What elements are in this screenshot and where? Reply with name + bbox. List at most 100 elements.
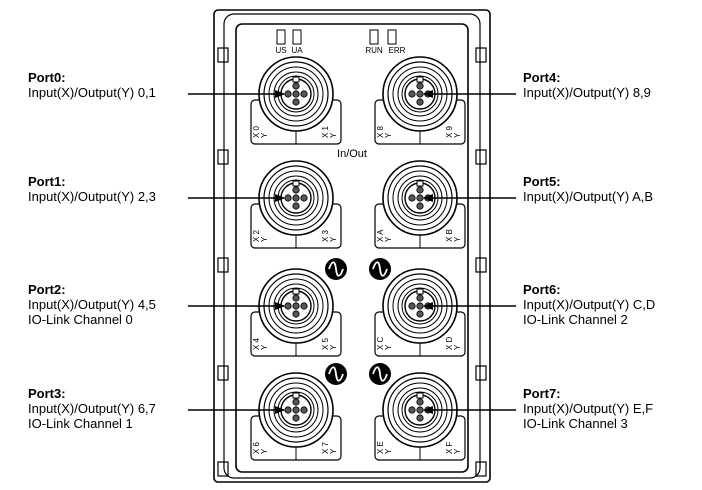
pin [416, 398, 424, 406]
channel-label-y: Y [384, 344, 393, 350]
port6-title: Port6: [523, 282, 561, 297]
channel-label: X 7 [321, 441, 330, 454]
port5-io: Input(X)/Output(Y) A,B [523, 189, 654, 204]
channel-label-y: Y [453, 236, 462, 242]
channel-label: X 8 [376, 125, 385, 138]
channel-label-y: Y [384, 236, 393, 242]
callout-port2: Port2: Input(X)/Output(Y) 4,5 IO-Link Ch… [28, 282, 156, 327]
port1-title: Port1: [28, 174, 66, 189]
pin [416, 302, 424, 310]
channel-label: X 5 [321, 337, 330, 350]
port1-io: Input(X)/Output(Y) 2,3 [28, 189, 156, 204]
pin [292, 414, 300, 422]
port2-iolink: IO-Link Channel 0 [28, 312, 133, 327]
io-link-icons [325, 258, 391, 385]
port4-io: Input(X)/Output(Y) 8,9 [523, 85, 651, 100]
led-label-us: US [275, 46, 286, 55]
pin [416, 186, 424, 194]
port3-iolink: IO-Link Channel 1 [28, 416, 133, 431]
channel-label-y: Y [329, 236, 338, 242]
module-housing [213, 9, 491, 483]
pin [300, 302, 308, 310]
led-label-run: RUN [365, 46, 383, 55]
pin [292, 194, 300, 202]
channel-label-y: Y [260, 236, 269, 242]
pin [292, 98, 300, 106]
pin [416, 202, 424, 210]
channel-label: X C [376, 336, 385, 350]
led-label-err: ERR [389, 46, 406, 55]
sine-wave-icon [325, 258, 347, 280]
sine-wave-icon [325, 363, 347, 385]
channel-label: X F [445, 441, 454, 454]
pin [292, 294, 300, 302]
pin [284, 302, 292, 310]
led-label-ua: UA [291, 46, 303, 55]
sine-wave-icon [369, 363, 391, 385]
pin [416, 194, 424, 202]
channel-label: X 0 [252, 125, 261, 138]
mounting-tabs [217, 47, 487, 477]
status-leds [276, 29, 397, 45]
pin [416, 414, 424, 422]
pin [416, 82, 424, 90]
channel-label-y: Y [260, 132, 269, 138]
led-err [387, 29, 397, 45]
channel-label-y: Y [260, 448, 269, 454]
pin [284, 406, 292, 414]
pin [300, 194, 308, 202]
pin [292, 82, 300, 90]
pin [292, 202, 300, 210]
channel-label-y: Y [384, 448, 393, 454]
port6-iolink: IO-Link Channel 2 [523, 312, 628, 327]
port3-io: Input(X)/Output(Y) 6,7 [28, 401, 156, 416]
port7-io: Input(X)/Output(Y) E,F [523, 401, 654, 416]
channel-label: X 4 [252, 337, 261, 350]
pin [284, 194, 292, 202]
callout-port7: Port7: Input(X)/Output(Y) E,F IO-Link Ch… [523, 386, 653, 431]
pin [300, 90, 308, 98]
callout-port0: Port0: Input(X)/Output(Y) 0,1 [28, 70, 156, 100]
channel-label: X 2 [252, 229, 261, 242]
channel-label: X 6 [252, 441, 261, 454]
channel-label: X D [445, 336, 454, 350]
pin [284, 90, 292, 98]
pin [416, 90, 424, 98]
channel-label: X E [376, 441, 385, 454]
pin [408, 406, 416, 414]
channel-label-y: Y [384, 132, 393, 138]
pin [408, 302, 416, 310]
pin [416, 310, 424, 318]
channel-label: X 9 [445, 125, 454, 138]
channel-label: X 3 [321, 229, 330, 242]
callout-port1: Port1: Input(X)/Output(Y) 2,3 [28, 174, 156, 204]
port5-title: Port5: [523, 174, 561, 189]
pin [292, 310, 300, 318]
led-us [276, 29, 286, 45]
pin [416, 98, 424, 106]
port7-iolink: IO-Link Channel 3 [523, 416, 628, 431]
center-label: In/Out [337, 148, 367, 160]
pin [292, 90, 300, 98]
channel-label-y: Y [260, 344, 269, 350]
pin [300, 406, 308, 414]
pin [292, 398, 300, 406]
sine-wave-icon [369, 258, 391, 280]
port0-title: Port0: [28, 70, 66, 85]
pin [408, 194, 416, 202]
channel-label-y: Y [329, 448, 338, 454]
channel-label-y: Y [329, 344, 338, 350]
port3-title: Port3: [28, 386, 66, 401]
callout-port3: Port3: Input(X)/Output(Y) 6,7 IO-Link Ch… [28, 386, 156, 431]
channel-label: X A [376, 229, 385, 242]
channel-label-y: Y [329, 132, 338, 138]
port7-title: Port7: [523, 386, 561, 401]
callout-port6: Port6: Input(X)/Output(Y) C,D IO-Link Ch… [523, 282, 655, 327]
